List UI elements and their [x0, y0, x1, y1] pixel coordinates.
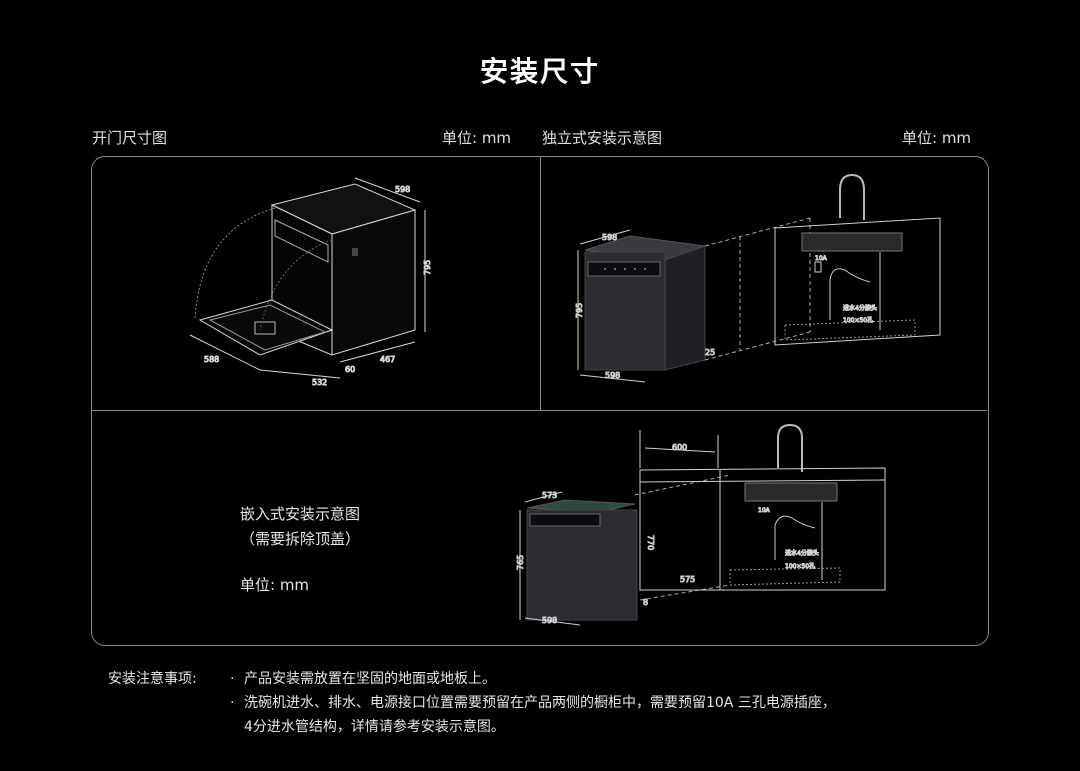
dim-25: 25 — [705, 348, 715, 357]
note-item: ·洗碗机进水、排水、电源接口位置需要预留在产品两侧的橱柜中，需要预留10A 三孔… — [230, 695, 836, 711]
dim-770: 770 — [646, 535, 655, 550]
water-inlet-label: 进水4分接头 — [843, 304, 877, 312]
note-item: ·产品安装需放置在坚固的地面或地板上。 — [230, 671, 496, 687]
built-in-unit: 单位: mm — [240, 576, 310, 594]
door-open-title: 开门尺寸图 — [92, 129, 168, 147]
dim-598: 598 — [542, 616, 557, 625]
freestanding-title: 独立式安装示意图 — [542, 129, 663, 147]
dim-575: 575 — [680, 575, 695, 584]
dim-795: 795 — [575, 303, 584, 318]
note-item-continuation: 4分进水管结构，详情请参考安装示意图。 — [244, 719, 505, 735]
dim-598-top: 598 — [602, 233, 617, 242]
dim-588: 588 — [204, 355, 219, 364]
water-inlet-label: 进水4分接头 — [785, 549, 819, 557]
door-open-diagram: 598 795 588 532 60 467 — [189, 177, 433, 388]
dim-60: 60 — [345, 365, 355, 374]
dim-532: 532 — [312, 378, 327, 387]
socket-10a-label: 10A — [815, 255, 828, 262]
freestanding-unit: 单位: mm — [902, 129, 972, 147]
built-in-note: （需要拆除顶盖） — [240, 530, 361, 548]
horizontal-divider — [92, 410, 987, 411]
dim-598-bottom: 598 — [605, 371, 620, 380]
vertical-divider — [540, 157, 541, 410]
dim-467: 467 — [380, 355, 395, 364]
freestanding-diagram: 598 795 598 25 10A 进水4分接头 100×50孔 — [575, 173, 941, 383]
door-open-unit: 单位: mm — [442, 129, 512, 147]
notes-heading: 安装注意事项: — [108, 671, 197, 687]
built-in-title: 嵌入式安装示意图 — [240, 505, 361, 523]
dim-600: 600 — [672, 443, 687, 452]
diagram-frame — [91, 156, 989, 646]
dim-795: 795 — [423, 260, 432, 275]
page-title: 安装尺寸 — [479, 55, 600, 88]
socket-10a-label: 10A — [758, 507, 771, 514]
hole-label: 100×50孔 — [843, 316, 873, 324]
built-in-diagram: 600 573 765 770 575 598 8 10A 进水4分接头 100… — [516, 423, 886, 626]
dim-765: 765 — [516, 555, 525, 570]
dim-8: 8 — [643, 598, 648, 607]
dim-573: 573 — [542, 491, 557, 500]
dim-598: 598 — [395, 185, 410, 194]
hole-label: 100×50孔 — [785, 562, 815, 570]
